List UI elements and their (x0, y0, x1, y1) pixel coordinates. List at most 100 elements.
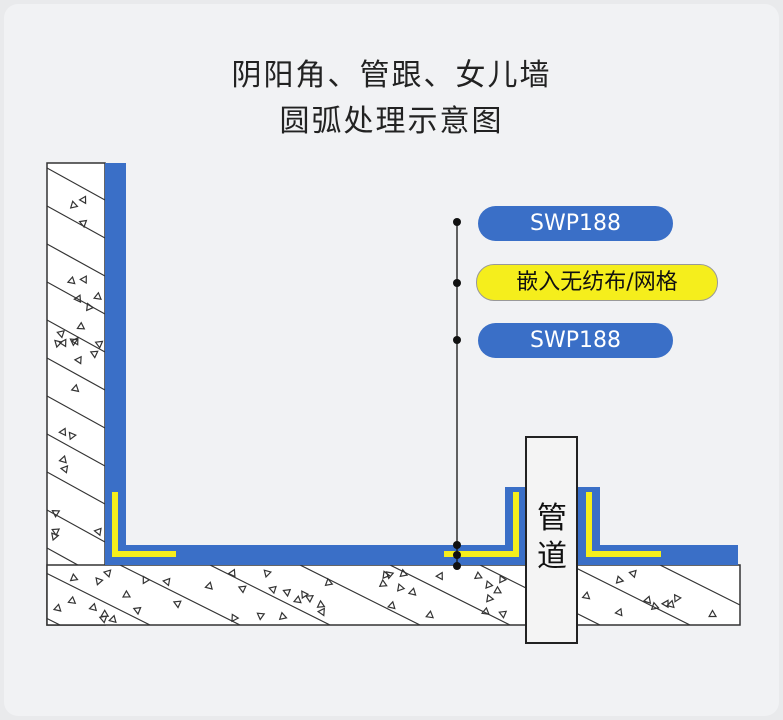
hatch-line (389, 565, 511, 625)
aggregate-mark (480, 606, 490, 616)
aggregate-mark (282, 588, 292, 598)
aggregate-mark (614, 607, 623, 617)
aggregate-mark (407, 587, 417, 596)
hatch-line (47, 624, 105, 656)
aggregate-mark (78, 219, 88, 229)
aggregate-mark (69, 338, 79, 347)
aggregate-mark (78, 195, 87, 205)
aggregate-mark (108, 614, 117, 624)
aggregate-mark (256, 612, 266, 621)
hatch-line (47, 547, 80, 565)
hatch-line (299, 565, 421, 625)
aggregate-mark (94, 340, 104, 349)
hatch-line (750, 565, 783, 625)
aggregate-mark (292, 595, 302, 604)
aggregate-mark (231, 613, 240, 623)
aggregate-mark (301, 590, 310, 600)
aggregate-mark (73, 355, 82, 365)
aggregate-mark (69, 200, 79, 209)
aggregate-mark (172, 600, 182, 609)
aggregate-mark (59, 464, 69, 474)
hatch-line (47, 357, 105, 391)
membrane-layer (105, 163, 738, 565)
aggregate-mark (615, 575, 625, 584)
hatch-line (47, 243, 105, 277)
aggregate-mark (56, 329, 66, 339)
aggregate-mark (51, 528, 61, 537)
aggregate-mark (54, 339, 63, 349)
aggregate-mark (660, 599, 669, 609)
label-fabric: 嵌入无纺布/网格 (476, 264, 718, 301)
aggregate-mark (378, 578, 388, 587)
aggregate-mark (76, 321, 86, 330)
aggregate-mark (263, 569, 273, 579)
aggregate-mark (121, 589, 132, 598)
aggregate-mark (204, 581, 213, 590)
aggregate-mark (102, 569, 112, 578)
aggregate-mark (385, 571, 395, 580)
aggregate-mark (67, 595, 77, 605)
hatch-line (47, 572, 151, 625)
aggregate-mark (132, 606, 142, 616)
aggregate-mark (382, 570, 391, 580)
aggregate-mark (473, 571, 483, 580)
hatch-line (47, 319, 105, 353)
aggregate-mark (386, 600, 396, 610)
hatch-line (209, 565, 331, 625)
aggregate-mark (66, 275, 76, 285)
aggregate-mark (324, 577, 334, 587)
aggregate-mark (70, 383, 80, 393)
aggregate-mark (98, 615, 108, 624)
aggregate-mark (425, 610, 435, 619)
pipe-label: 管 道 (527, 500, 577, 576)
label-swp188-top: SWP188 (478, 206, 673, 241)
aggregate-mark (628, 569, 637, 579)
aggregate-mark (708, 609, 718, 618)
aggregate-mark (89, 350, 99, 359)
aggregate-mark (58, 454, 67, 464)
aggregate-mark (304, 595, 315, 604)
aggregate-mark (73, 294, 82, 304)
hatch-line (47, 395, 105, 429)
aggregate-mark (85, 302, 95, 312)
aggregate-mark (485, 579, 494, 589)
aggregate-mark (268, 585, 277, 595)
aggregate-mark (93, 527, 102, 537)
aggregate-mark (58, 427, 67, 437)
hatch-line (47, 471, 105, 505)
aggregate-mark (162, 577, 171, 587)
hatch-line (119, 565, 241, 625)
pipe-label-line-1: 管 (537, 501, 567, 536)
hatch-line (659, 565, 740, 606)
aggregate-mark (486, 593, 495, 603)
aggregate-mark (499, 574, 508, 584)
aggregate-mark (493, 585, 503, 594)
label-swp188-bottom: SWP188 (478, 323, 673, 358)
hatch-line (47, 205, 105, 239)
aggregate-mark (673, 593, 683, 603)
aggregate-mark (399, 568, 409, 578)
aggregate-mark (666, 599, 675, 609)
aggregate-mark (69, 572, 79, 582)
aggregate-mark (58, 338, 67, 348)
hatch-line (47, 433, 105, 467)
fabric-reinforcement (112, 492, 661, 557)
aggregate-mark (68, 431, 77, 441)
aggregate-mark (51, 509, 61, 519)
aggregate-mark (581, 591, 591, 600)
hatch-line (47, 130, 105, 162)
aggregate-mark (396, 582, 406, 592)
aggregate-mark (88, 602, 98, 612)
pipe (525, 436, 578, 644)
title-line-2: 圆弧处理示意图 (279, 104, 504, 139)
hatch-line (47, 167, 105, 201)
aggregate-mark (498, 610, 508, 619)
aggregate-mark (278, 611, 288, 621)
pipe-label-line-2: 道 (537, 539, 567, 574)
aggregate-mark (95, 576, 104, 586)
leader-line (453, 218, 461, 570)
aggregate-mark (142, 575, 151, 585)
aggregate-mark (316, 607, 325, 617)
aggregate-mark (434, 571, 443, 581)
